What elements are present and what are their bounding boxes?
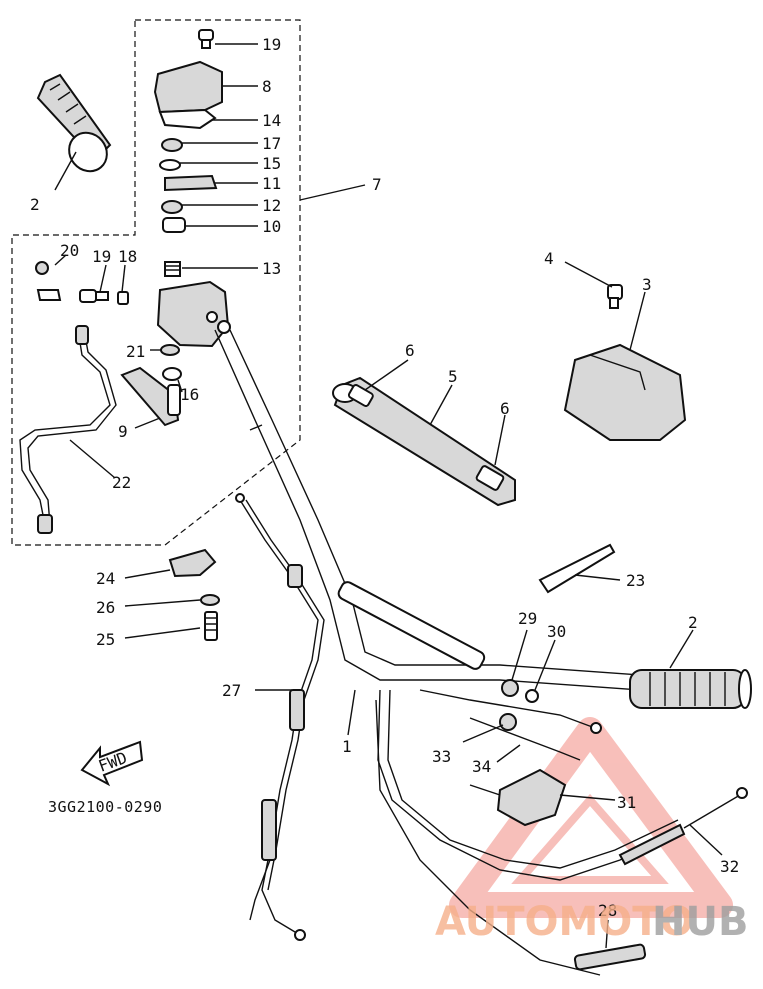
callout-4: 4: [544, 249, 554, 268]
callout-25: 25: [96, 630, 115, 649]
handlebar: [214, 329, 641, 691]
callout-27: 27: [222, 681, 241, 700]
fwd-arrow: FWD: [80, 740, 144, 787]
callout-2-left: 2: [30, 195, 40, 214]
callout-19: 19: [262, 35, 281, 54]
callout-15: 15: [262, 154, 281, 173]
watermark-part1: AUTOMOTO: [435, 899, 694, 945]
callout-29: 29: [518, 609, 537, 628]
callout-34: 34: [472, 757, 491, 776]
assembly-outline: [11, 19, 301, 546]
callout-17: 17: [262, 134, 281, 153]
callout-1: 1: [342, 737, 352, 756]
handlebar-pad: [332, 376, 516, 507]
callout-23: 23: [626, 571, 645, 590]
callout-22: 22: [112, 473, 131, 492]
watermark-logo: [449, 717, 733, 918]
throttle-housing: [563, 284, 687, 441]
callout-21: 21: [126, 342, 145, 361]
callout-2-right: 2: [688, 613, 698, 632]
callout-32: 32: [720, 857, 739, 876]
callout-31: 31: [617, 793, 636, 812]
switch-stack: [19, 29, 231, 641]
watermark-part2: HUB: [652, 899, 748, 945]
callout-26: 26: [96, 598, 115, 617]
diagram-code: 3GG2100-0290: [48, 798, 162, 816]
callouts: 19 8 14 17 15 11 12 10 13 7 2 20 19 18 2…: [30, 35, 739, 920]
callout-9: 9: [118, 422, 128, 441]
left-grip: [36, 73, 112, 173]
callout-5: 5: [448, 367, 458, 386]
callout-18: 18: [118, 247, 137, 266]
callout-8: 8: [262, 77, 272, 96]
callout-14: 14: [262, 111, 281, 130]
callout-13: 13: [262, 259, 281, 278]
callout-3: 3: [642, 275, 652, 294]
callout-28: 28: [598, 901, 617, 920]
callout-20: 20: [60, 241, 79, 260]
callout-6-bottom: 6: [500, 399, 510, 418]
callout-11: 11: [262, 174, 281, 193]
right-grip: [629, 669, 752, 709]
watermark-text: AUTOMOTO HUB: [435, 899, 748, 945]
leader-lines: [54, 43, 723, 949]
callout-33: 33: [432, 747, 451, 766]
cables: [235, 493, 748, 976]
callout-19-small: 19: [92, 247, 111, 266]
callout-24: 24: [96, 569, 115, 588]
callout-12: 12: [262, 196, 281, 215]
callout-30: 30: [547, 622, 566, 641]
callout-6-top: 6: [405, 341, 415, 360]
callout-16: 16: [180, 385, 199, 404]
callout-10: 10: [262, 217, 281, 236]
callout-7: 7: [372, 175, 382, 194]
band-strap: [538, 543, 616, 594]
